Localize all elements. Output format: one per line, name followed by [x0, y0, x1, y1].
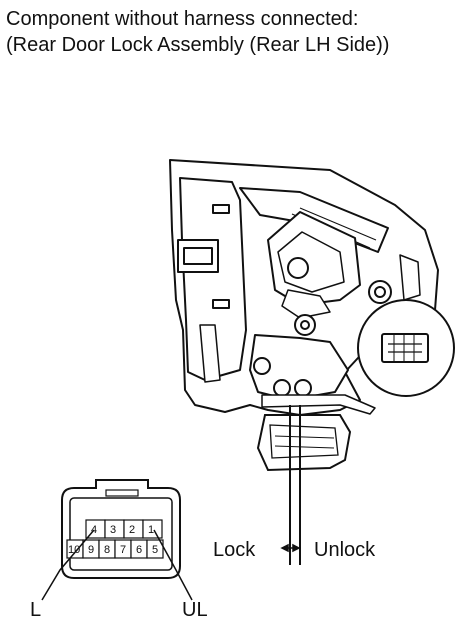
- terminal-leader-lines: [41, 529, 193, 601]
- pin-number: 6: [136, 544, 142, 556]
- unlock-label: Unlock: [314, 539, 376, 561]
- pin-number: 3: [110, 524, 116, 536]
- pin-number: 7: [120, 544, 126, 556]
- lock-unlock-arrows: [280, 543, 301, 553]
- figure-caption: Component without harness connected: (Re…: [6, 6, 389, 58]
- pin-number: 5: [152, 544, 158, 556]
- lock-lever: [256, 405, 352, 565]
- caption-line-2: (Rear Door Lock Assembly (Rear LH Side)): [6, 34, 390, 56]
- connector-face: [61, 479, 181, 579]
- harness-connector-port: [357, 299, 455, 397]
- terminal-l-label: L: [30, 599, 41, 621]
- pin-number: 2: [129, 524, 135, 536]
- pin-number: 4: [91, 524, 97, 536]
- pin-number: 10: [68, 544, 80, 556]
- door-lock-assembly: [169, 159, 439, 416]
- pin-number: 9: [88, 544, 94, 556]
- pin-number: 1: [148, 524, 154, 536]
- terminal-ul-label: UL: [182, 599, 208, 621]
- pin-number: 8: [104, 544, 110, 556]
- lock-label: Lock: [213, 539, 256, 561]
- caption-line-1: Component without harness connected:: [6, 8, 359, 30]
